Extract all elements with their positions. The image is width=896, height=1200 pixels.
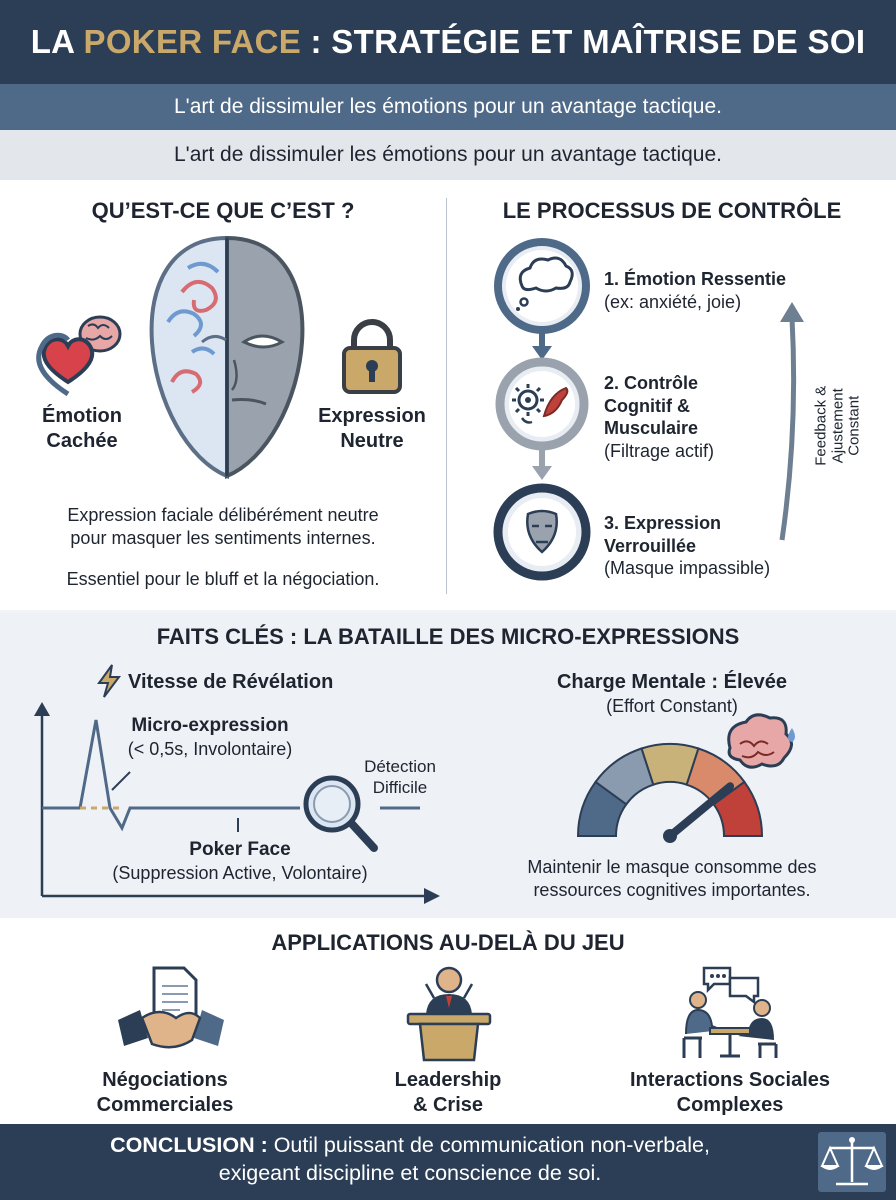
conclusion-text: CONCLUSION : Outil puissant de communica… (10, 1132, 810, 1188)
subtitle-bar-2: L'art de dissimuler les émotions pour un… (0, 130, 896, 180)
step-3-text: 3. Expression Verrouillée (Masque impass… (604, 512, 814, 580)
what-description: Expression faciale délibérément neutre p… (0, 504, 446, 549)
control-step-circle (495, 357, 589, 451)
handshake-icon (118, 966, 224, 1049)
conclusion-lead: CONCLUSION : (110, 1133, 268, 1157)
hidden-emotion-label: Émotion Cachée (12, 404, 152, 454)
step-2-title-2: Cognitif & (604, 395, 690, 416)
app-negotiations: Négociations Commerciales (60, 1068, 270, 1118)
process-flow (493, 238, 591, 581)
step-2-text: 2. Contrôle Cognitif & Musculaire (Filtr… (604, 372, 804, 462)
emotion-step-circle (494, 238, 590, 334)
app-3-line-1: Interactions Sociales (629, 1069, 831, 1091)
load-title: Charge Mentale : Élevée (556, 671, 788, 693)
detection-label: Détection Difficile (340, 756, 460, 799)
column-divider (446, 198, 447, 594)
split-mask-face (149, 235, 305, 479)
micro-title: Micro-expression (131, 715, 289, 736)
conversation-table-icon (682, 966, 778, 1058)
feedback-line-3: Constant (845, 395, 863, 456)
mental-load-gauge (576, 713, 795, 843)
subtitle-bar-1: L'art de dissimuler les émotions pour un… (0, 84, 896, 130)
poker-face-label: Poker Face (Suppression Active, Volontai… (70, 838, 410, 884)
conclusion-line-2: exigeant discipline et conscience de soi… (218, 1160, 602, 1185)
brain-icon (78, 315, 122, 353)
app-2-line-1: Leadership (394, 1069, 502, 1091)
title-suffix: : STRATÉGIE ET MAÎTRISE DE SOI (301, 23, 866, 60)
step-1-text: 1. Émotion Ressentie (ex: anxiété, joie) (604, 268, 834, 313)
neutral-expression-line-1: Expression (318, 405, 426, 427)
gauge-needle (666, 782, 735, 840)
app-leadership: Leadership & Crise (338, 1068, 558, 1118)
detect-line-2: Difficile (372, 778, 428, 798)
what-desc-line-2: pour masquer les sentiments internes. (70, 527, 376, 548)
speed-title: Vitesse de Révélation (128, 671, 334, 693)
chat-bubbles-icon (702, 966, 760, 1005)
thought-bubble-icon (518, 256, 574, 293)
subtitle-2: L'art de dissimuler les émotions pour un… (174, 143, 722, 166)
heart-brain-icon (36, 315, 122, 397)
load-desc-line-2: ressources cognitives importantes. (533, 879, 811, 900)
what-title: QU’EST-CE QUE C’EST ? (91, 198, 355, 223)
step-1-sub: (ex: anxiété, joie) (604, 291, 742, 312)
what-essential: Essentiel pour le bluff et la négociatio… (66, 569, 380, 589)
load-desc-line-1: Maintenir le masque consomme des (527, 857, 817, 877)
feedback-line-2: Ajustement (828, 388, 846, 464)
step-2-title-1: 2. Contrôle (604, 373, 699, 393)
step-3-title-2: Verrouillée (604, 535, 697, 556)
step-2-title-3: Musculaire (604, 418, 699, 438)
subtitle-1: L'art de dissimuler les émotions pour un… (174, 95, 722, 118)
micro-expression-chart (34, 702, 440, 904)
muscle-icon (542, 386, 569, 418)
process-title: LE PROCESSUS DE CONTRÔLE (502, 198, 842, 223)
hidden-emotion-line-2: Cachée (46, 430, 118, 452)
title-prefix: LA (30, 23, 84, 60)
conclusion-bar: CONCLUSION : Outil puissant de communica… (0, 1124, 896, 1200)
step-2-sub: (Filtrage actif) (604, 440, 715, 461)
app-1-line-1: Négociations (102, 1069, 228, 1091)
top-section (0, 180, 896, 610)
mask-icon (526, 509, 558, 554)
brain-icon (727, 713, 793, 769)
lightning-icon (97, 664, 121, 698)
sweat-drop-icon (788, 728, 795, 742)
magnifier-icon (303, 775, 378, 852)
facts-title: FAITS CLÉS : LA BATAILLE DES MICRO-EXPRE… (156, 624, 740, 649)
step-3-title-1: 3. Expression (604, 513, 722, 533)
padlock-icon (342, 319, 402, 394)
step-1-title: 1. Émotion Ressentie (604, 269, 787, 289)
micro-expression-label: Micro-expression (< 0,5s, Involontaire) (110, 714, 310, 760)
feedback-line-1: Feedback & (812, 385, 830, 466)
poker-title: Poker Face (189, 839, 291, 860)
gauge-segment (712, 780, 764, 837)
app-3-line-2: Complexes (676, 1094, 784, 1116)
locked-step-circle (493, 483, 591, 581)
app-1-line-2: Commerciales (96, 1094, 234, 1116)
document-icon (152, 966, 198, 1020)
gear-icon (512, 384, 544, 416)
hidden-emotion-line-1: Émotion (42, 405, 122, 427)
app-social: Interactions Sociales Complexes (600, 1068, 860, 1118)
feedback-arrow (779, 302, 804, 541)
app-2-line-2: & Crise (412, 1094, 484, 1116)
podium-icon (406, 966, 492, 1062)
load-sub: (Effort Constant) (606, 696, 738, 716)
conclusion-line-1: Outil puissant de communication non-verb… (267, 1133, 710, 1157)
step-3-sub: (Masque impassible) (604, 558, 771, 578)
applications-title: APPLICATIONS AU-DELÀ DU JEU (271, 930, 625, 955)
scales-icon (820, 1137, 884, 1186)
heart-icon (41, 337, 95, 385)
neutral-expression-line-2: Neutre (340, 430, 404, 452)
micro-sub: (< 0,5s, Involontaire) (127, 738, 293, 759)
page-title: LA POKER FACE : STRATÉGIE ET MAÎTRISE DE… (31, 23, 866, 61)
poker-sub: (Suppression Active, Volontaire) (112, 862, 368, 883)
title-bar: LA POKER FACE : STRATÉGIE ET MAÎTRISE DE… (0, 0, 896, 84)
scale-badge (818, 1132, 886, 1192)
mental-load-description: Maintenir le masque consomme des ressour… (462, 856, 882, 901)
neutral-expression-label: Expression Neutre (302, 404, 442, 454)
mental-load-title: Charge Mentale : Élevée (Effort Constant… (478, 670, 866, 718)
what-desc-line-1: Expression faciale délibérément neutre (67, 505, 379, 525)
detect-line-1: Détection (364, 757, 436, 776)
title-accent: POKER FACE (83, 23, 302, 60)
